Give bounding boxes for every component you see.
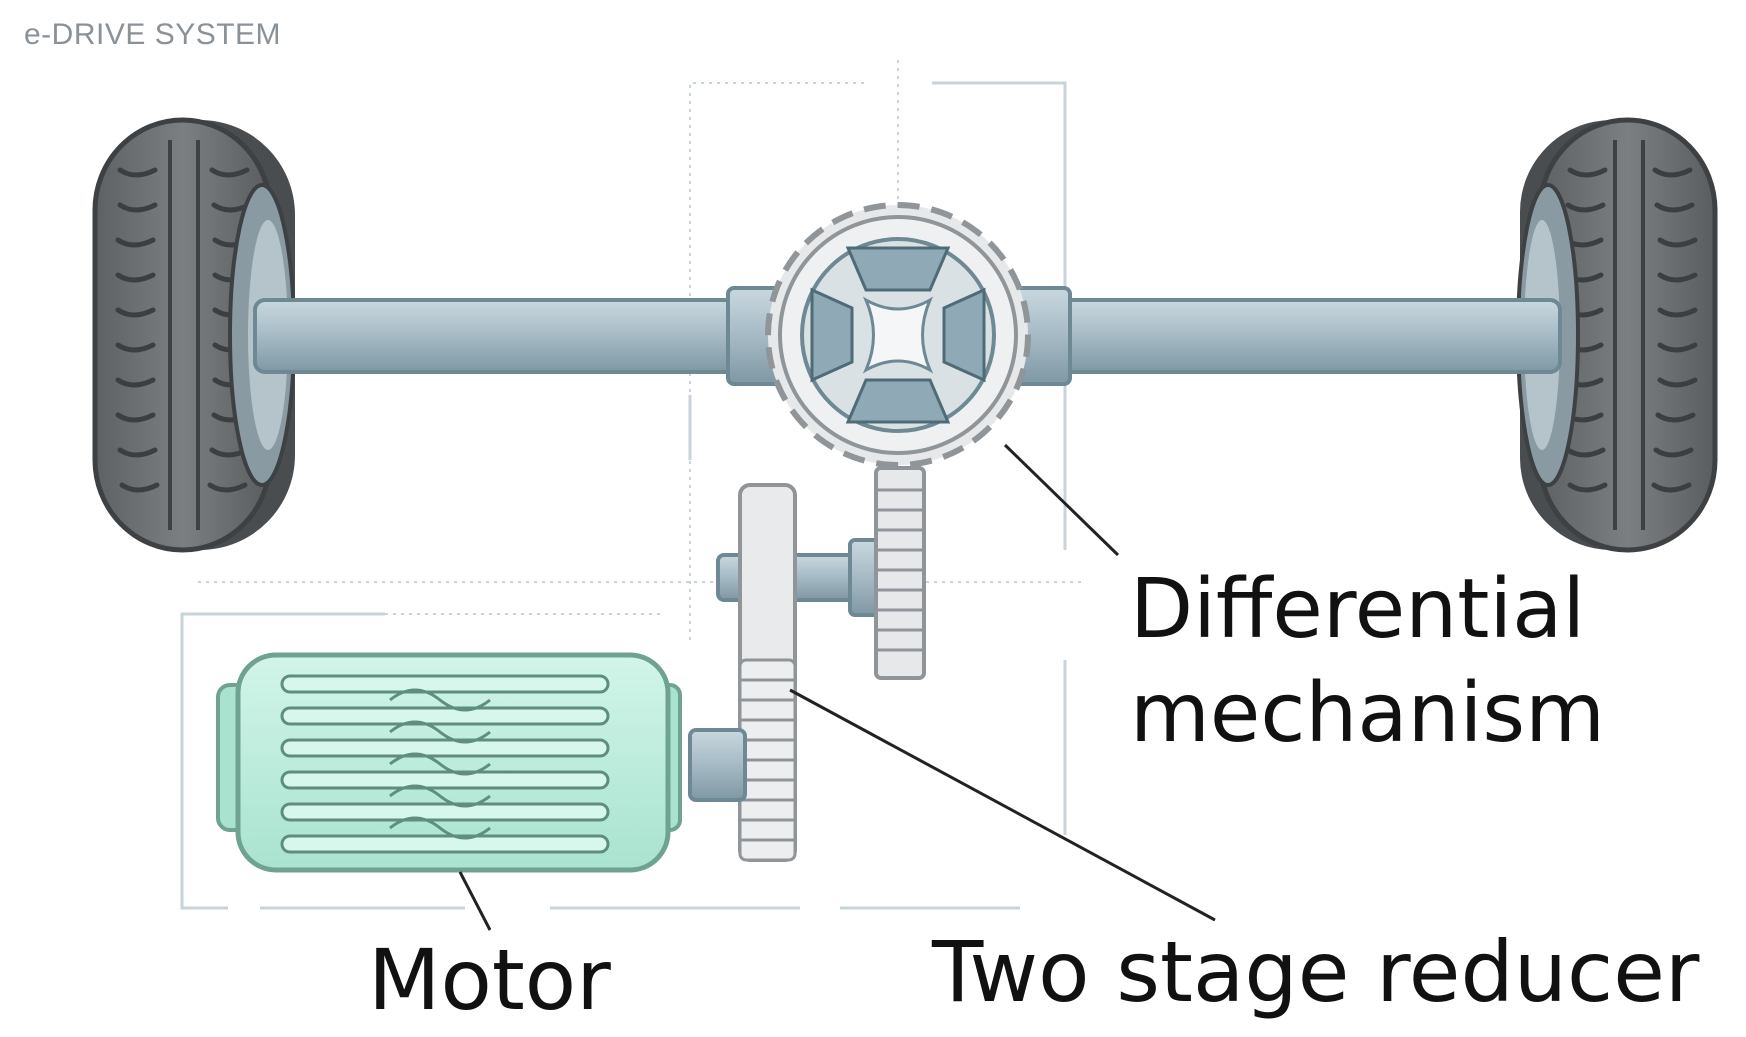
label-two-stage-reducer: Two stage reducer [932, 923, 1700, 1021]
diagram-title: e-DRIVE SYSTEM [24, 18, 282, 51]
two-stage-reducer [688, 466, 926, 862]
label-motor: Motor [368, 931, 611, 1029]
label-differential-mechanism: Differential mechanism [1130, 562, 1605, 761]
axle [253, 286, 1562, 386]
leader-line-differential [1003, 443, 1120, 557]
motor [216, 652, 682, 873]
guide-line-motor-box [180, 612, 385, 910]
guide-lines [180, 60, 1085, 910]
left-wheel [92, 117, 296, 553]
leader-lines [458, 443, 1216, 931]
leader-line-motor [458, 871, 492, 931]
leader-line-reducer [789, 688, 1216, 922]
guide-line-top-right [932, 81, 1067, 550]
right-wheel [1516, 117, 1718, 553]
differential-gear [765, 202, 1031, 468]
